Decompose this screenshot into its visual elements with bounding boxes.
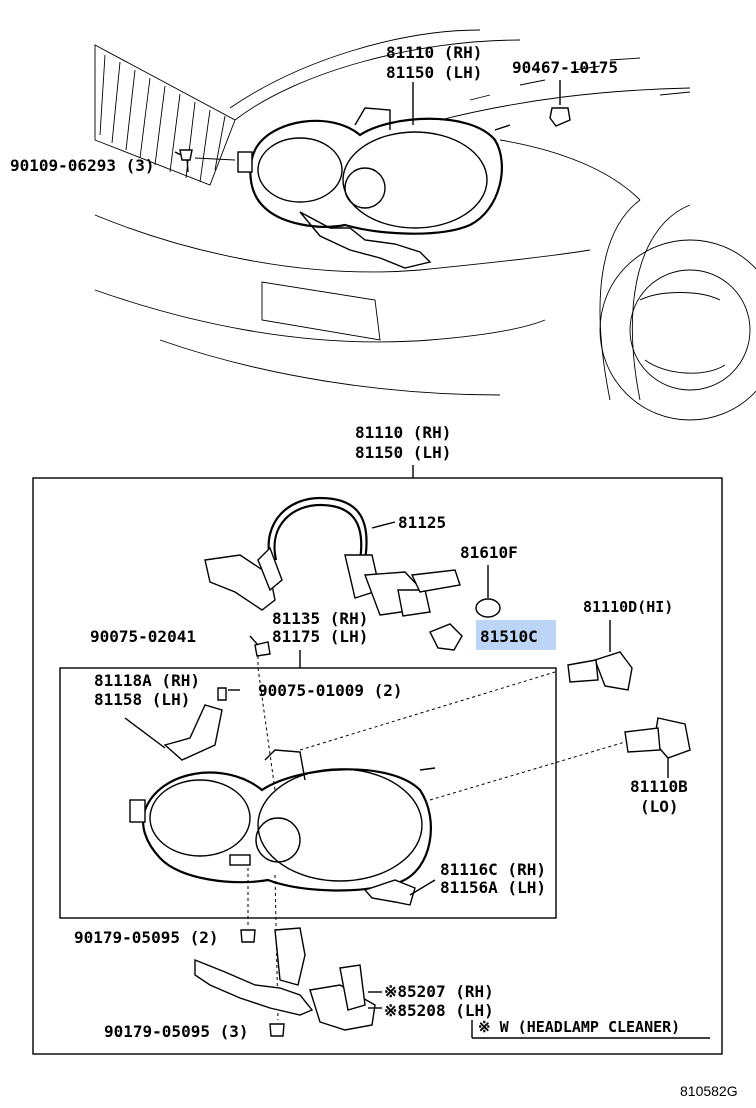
label-top-headlamp-lh: 81150 (LH) [386, 63, 482, 82]
bracket-81116c [363, 879, 436, 906]
top-headlamp-assembly [237, 107, 511, 269]
footnote-headlamp-cleaner: ※ W (HEADLAMP CLEANER) [478, 1018, 680, 1036]
label-cleaner-rh: ※85207 (RH) [384, 982, 494, 1001]
label-box-headlamp-rh: 81110 (RH) [355, 423, 451, 442]
label-top-headlamp-rh: 81110 (RH) [386, 43, 482, 62]
highlight-81510c [476, 620, 556, 650]
bracket-81118a [124, 687, 227, 761]
wedge-bulb-81510c [429, 623, 463, 651]
label-bulb-small: 81610F [460, 543, 518, 562]
label-cleaner-lh: ※85208 (LH) [384, 1001, 494, 1020]
clip-90179-a [240, 929, 256, 943]
clip-90179-b [269, 1023, 285, 1037]
lo-bulb [624, 717, 691, 778]
small-bulb-81610f [475, 565, 501, 618]
label-bulb-lo-tag: (LO) [640, 797, 679, 816]
hi-bulb [567, 620, 633, 691]
car-front-illustration [94, 29, 756, 421]
label-screw-2: 90075-01009 (2) [258, 681, 403, 700]
box-headlamp-assembly [129, 749, 436, 892]
label-box-headlamp-lh: 81150 (LH) [355, 443, 451, 462]
headlamp-cleaner-assembly [194, 927, 382, 1031]
label-top-screw: 90109-06293 (3) [10, 156, 155, 175]
inner-box [59, 667, 557, 919]
label-unit-rh: 81135 (RH) [272, 609, 368, 628]
socket-wire-assembly [204, 496, 461, 617]
label-bracket-lh: 81158 (LH) [94, 690, 190, 709]
label-clip-1: 90179-05095 (2) [74, 928, 219, 947]
label-bracket2-rh: 81116C (RH) [440, 860, 546, 879]
figure-id: 810582G [680, 1083, 738, 1099]
label-bulb-wedge: 81510C [480, 627, 538, 646]
label-bulb-hi: 81110D(HI) [583, 598, 673, 616]
assembly-box [32, 477, 723, 1055]
label-bulb-lo-num: 81110B [630, 777, 688, 796]
label-bracket2-lh: 81156A (LH) [440, 878, 546, 897]
label-screw-1: 90075-02041 [90, 627, 196, 646]
label-socket-wire: 81125 [398, 513, 446, 532]
label-top-nut: 90467-10175 [512, 58, 618, 77]
label-bracket-rh: 81118A (RH) [94, 671, 200, 690]
label-clip-2: 90179-05095 (3) [104, 1022, 249, 1041]
label-unit-lh: 81175 (LH) [272, 627, 368, 646]
